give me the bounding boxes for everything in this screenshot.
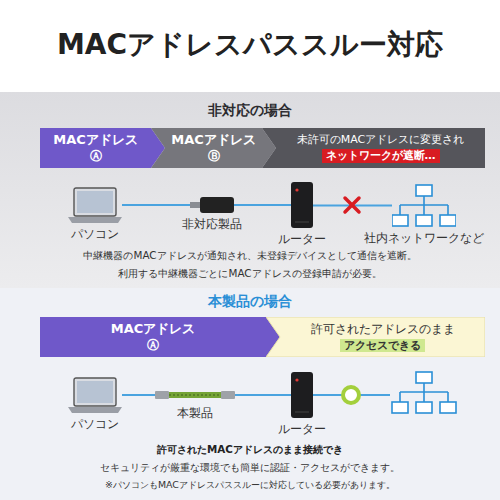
- mac-a-step: MACアドレスⒶ: [40, 128, 165, 168]
- network-drawing: [392, 184, 456, 227]
- description: 利用する中継機器ごとにMACアドレスの登録申請が必要。: [0, 267, 500, 281]
- cable-line: [122, 395, 155, 396]
- cable-line: [234, 205, 291, 206]
- router-drawing: [291, 182, 313, 228]
- adapter-icon: 非対応製品: [190, 197, 234, 213]
- pc-icon: パソコン: [68, 187, 122, 223]
- device-label: ルーター: [278, 232, 326, 247]
- step-text: 未許可のMACアドレスに変更され: [297, 133, 465, 147]
- result-step: 未許可のMACアドレスに変更されネットワークが遮断…: [262, 128, 485, 168]
- router-icon: ルーター: [291, 372, 313, 418]
- step-subtext: ネットワークが遮断…: [322, 149, 440, 163]
- step-subtext: アクセスできる: [340, 339, 425, 353]
- description: 中継機器のMACアドレスが通知され、未登録デバイスとして通信を遮断。: [0, 249, 500, 263]
- description: セキュリティが厳重な環境でも簡単に認証・アクセスができます。: [0, 461, 500, 475]
- step-subtext: Ⓐ: [90, 149, 102, 164]
- mac-a-step: MACアドレスⒶ: [40, 317, 280, 357]
- router-drawing: [291, 372, 313, 418]
- blocked-mark: [345, 198, 359, 212]
- description: 許可されたMACアドレスのまま接続でき: [0, 443, 500, 457]
- network-icon: 社内ネットワークなど: [392, 184, 456, 227]
- cable-line: [235, 395, 291, 396]
- cable-icon: 本製品: [155, 388, 235, 402]
- device-label: ルーター: [278, 422, 326, 437]
- device-label: パソコン: [71, 227, 119, 242]
- note: ※パソコンもMACアドレスパススルーに対応している必要があります。: [0, 479, 500, 492]
- step-text: MACアドレス: [53, 132, 138, 148]
- step-text: MACアドレス: [171, 132, 256, 148]
- device-label: 非対応製品: [182, 217, 242, 232]
- cable-drawing: [155, 388, 235, 402]
- step-subtext: Ⓐ: [147, 338, 159, 353]
- pc-icon: パソコン: [68, 377, 122, 413]
- lower-panel: [0, 288, 500, 500]
- network-icon: [392, 372, 456, 413]
- upper-panel: [0, 92, 500, 288]
- step-subtext: Ⓑ: [208, 149, 220, 164]
- ok-mark: [343, 387, 359, 403]
- laptop-drawing: [68, 187, 122, 223]
- section-heading: 非対応の場合: [0, 102, 500, 120]
- device-label: パソコン: [71, 417, 119, 432]
- adapter-drawing: [190, 197, 234, 213]
- section-heading: 本製品の場合: [0, 293, 500, 311]
- cable-line: [122, 205, 190, 206]
- device-label: 本製品: [177, 406, 213, 421]
- step-text: MACアドレス: [111, 321, 196, 337]
- title: MACアドレスパススルー対応: [0, 26, 500, 64]
- device-label: 社内ネットワークなど: [364, 231, 484, 246]
- mac-b-step: MACアドレスⒷ: [151, 128, 276, 168]
- router-icon: ルーター: [291, 182, 313, 228]
- laptop-drawing: [68, 377, 122, 413]
- result-step: 許可されたアドレスのままアクセスできる: [266, 317, 485, 357]
- step-text: 許可されたアドレスのまま: [311, 322, 455, 337]
